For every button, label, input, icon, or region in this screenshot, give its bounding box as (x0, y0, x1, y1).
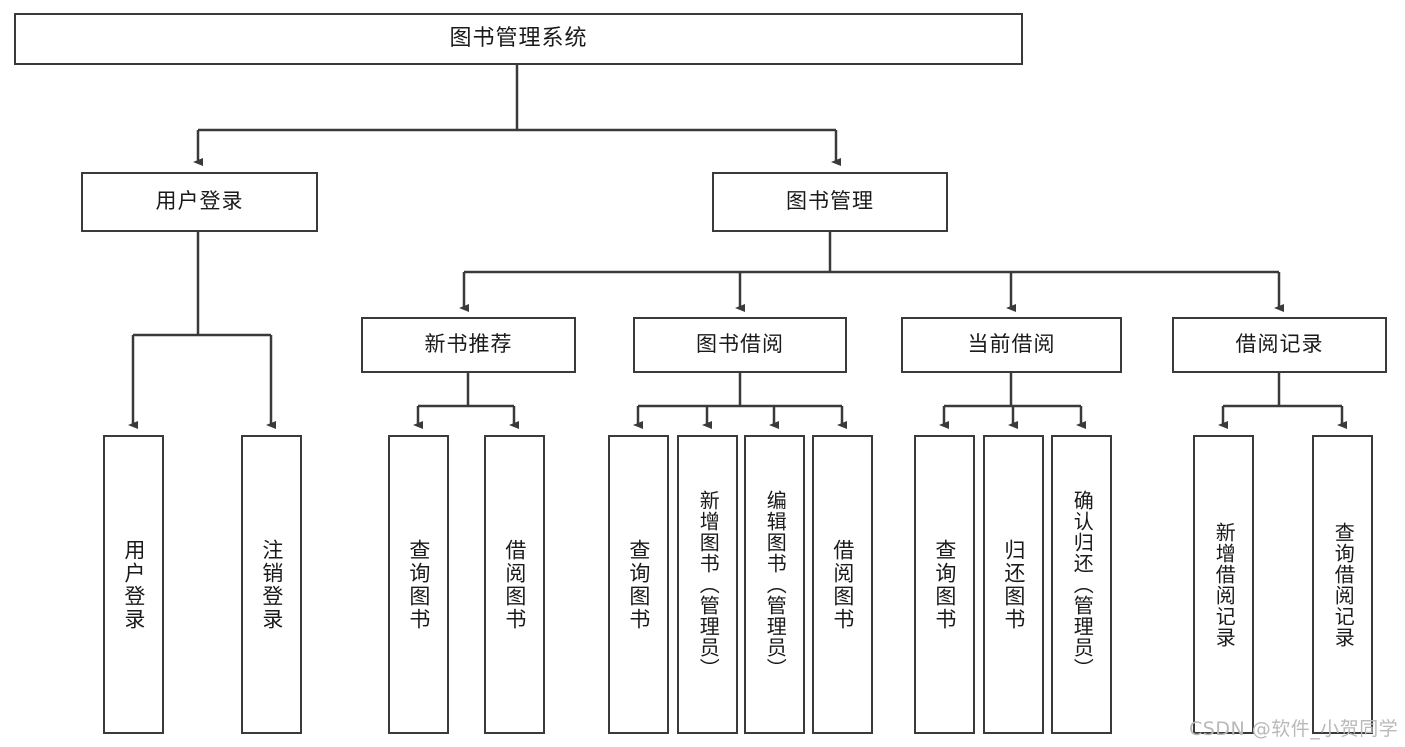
leaf-return-book[interactable]: 归还图书 (983, 435, 1044, 734)
leaf-add-borrow-record[interactable]: 新增借阅记录 (1193, 435, 1254, 734)
leaf-edit-book-admin[interactable]: 编辑图书（管理员） (744, 435, 805, 734)
node-root-system[interactable]: 图书管理系统 (14, 13, 1023, 65)
leaf-confirm-return-admin[interactable]: 确认归还（管理员） (1051, 435, 1112, 734)
leaf-label: 借阅图书 (830, 538, 855, 631)
leaf-label: 查询图书 (932, 538, 957, 631)
leaf-label: 新增图书（管理员） (696, 490, 721, 679)
node-new-book-recommend[interactable]: 新书推荐 (361, 317, 576, 373)
node-user-login[interactable]: 用户登录 (81, 172, 318, 232)
leaf-add-book-admin[interactable]: 新增图书（管理员） (677, 435, 738, 734)
node-borrow-record[interactable]: 借阅记录 (1172, 317, 1387, 373)
leaf-label: 注销登录 (259, 538, 284, 631)
leaf-user-login[interactable]: 用户登录 (103, 435, 164, 734)
node-current-borrow[interactable]: 当前借阅 (901, 317, 1122, 373)
leaf-label: 借阅图书 (502, 538, 527, 631)
leaf-label: 用户登录 (121, 538, 146, 631)
leaf-query-book-new[interactable]: 查询图书 (388, 435, 449, 734)
leaf-label: 编辑图书（管理员） (763, 490, 788, 679)
leaf-logout[interactable]: 注销登录 (241, 435, 302, 734)
leaf-label: 归还图书 (1001, 538, 1026, 631)
leaf-query-book-borrow[interactable]: 查询图书 (608, 435, 669, 734)
node-book-borrow[interactable]: 图书借阅 (633, 317, 847, 373)
leaf-label: 查询图书 (626, 538, 651, 631)
leaf-label: 查询借阅记录 (1331, 521, 1356, 648)
node-book-management[interactable]: 图书管理 (712, 172, 948, 232)
leaf-label: 新增借阅记录 (1212, 521, 1237, 648)
leaf-label: 确认归还（管理员） (1070, 490, 1095, 679)
leaf-query-borrow-record[interactable]: 查询借阅记录 (1312, 435, 1373, 734)
watermark-text: CSDN @软件_小贺同学 (1189, 718, 1399, 740)
leaf-query-book-current[interactable]: 查询图书 (914, 435, 975, 734)
leaf-borrow-book[interactable]: 借阅图书 (812, 435, 873, 734)
leaf-label: 查询图书 (406, 538, 431, 631)
leaf-borrow-book-new[interactable]: 借阅图书 (484, 435, 545, 734)
